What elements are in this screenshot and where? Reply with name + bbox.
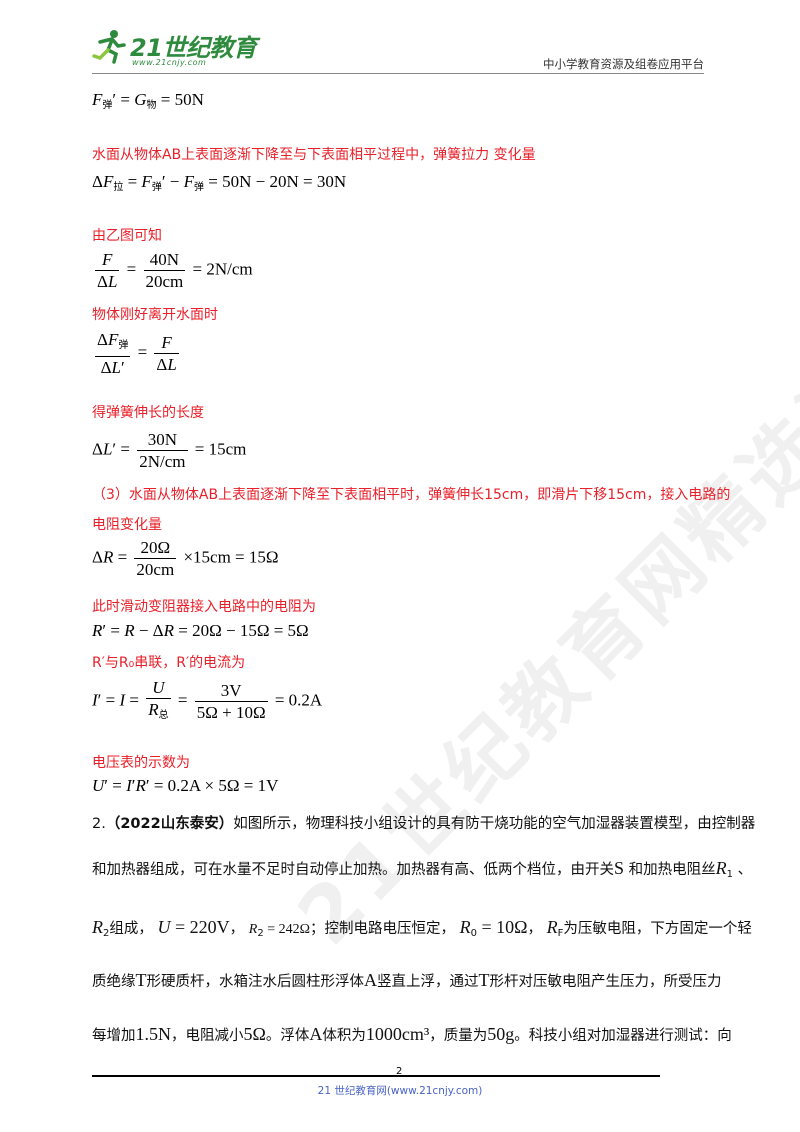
text-rheostat: 此时滑动变阻器接入电路中的电阻为 xyxy=(92,599,316,615)
header-divider xyxy=(92,73,704,74)
platform-name: 中小学教育资源及组卷应用平台 xyxy=(543,57,704,71)
text-series: R′与R₀串联，R′的电流为 xyxy=(92,655,246,671)
logo-text: 21世纪教育 xyxy=(130,34,257,62)
footer-site: 21 世纪教育网(www.21cnjy.com) xyxy=(317,1085,483,1097)
equation-r-prime: R′ = R − ΔR = 20Ω − 15Ω = 5Ω xyxy=(92,621,309,640)
equation-spring-force: F弹′ = G物 = 50N xyxy=(92,90,204,111)
text-part3: （3）水面从物体AB上表面逐渐下降至下表面相平时，弹簧伸长15cm，即滑片下移1… xyxy=(92,487,731,503)
equation-delta-force: ΔF拉 = F弹′ − F弹 = 50N − 20N = 30N xyxy=(92,172,347,193)
site-logo: 21世纪教育 www.21cnjy.com xyxy=(92,26,262,72)
runner-logo-icon xyxy=(92,30,126,64)
question-2-line1: 2.（2022山东泰安）如图所示，物理科技小组设计的具有防干烧功能的空气加湿器装… xyxy=(92,816,756,832)
question-2-line3: R2组成， U = 220V， R2 = 242Ω；控制电路电压恒定， R0 =… xyxy=(92,917,752,939)
question-2-line5: 每增加1.5N，电阻减小5Ω。浮体A体积为1000cm³，质量为50g。科技小组… xyxy=(92,1024,732,1044)
equation-voltage: U′ = I′R′ = 0.2A × 5Ω = 1V xyxy=(92,776,279,795)
text-leave-water: 物体刚好离开水面时 xyxy=(92,307,218,323)
text-resistance-change: 电阻变化量 xyxy=(92,517,162,533)
text-extension: 得弹簧伸长的长度 xyxy=(92,405,204,421)
text-spring-change: 水面从物体AB上表面逐渐下降至与下表面相平过程中，弹簧拉力 变化量 xyxy=(92,147,536,163)
page-header: 21世纪教育 www.21cnjy.com 中小学教育资源及组卷应用平台 xyxy=(92,26,704,74)
footer-divider xyxy=(92,1075,660,1077)
question-2-line4: 质绝缘T形硬质杆，水箱注水后圆柱形浮体A竖直上浮，通过T形杆对压敏电阻产生压力，… xyxy=(92,970,722,990)
logo-url: www.21cnjy.com xyxy=(132,58,207,67)
question-2-line2: 和加热器组成，可在水量不足时自动停止加热。加热器有高、低两个档位，由开关S 和加… xyxy=(92,858,753,880)
page-number: 2 xyxy=(396,1066,403,1077)
text-from-graph: 由乙图可知 xyxy=(92,228,162,244)
text-voltmeter: 电压表的示数为 xyxy=(92,755,190,771)
